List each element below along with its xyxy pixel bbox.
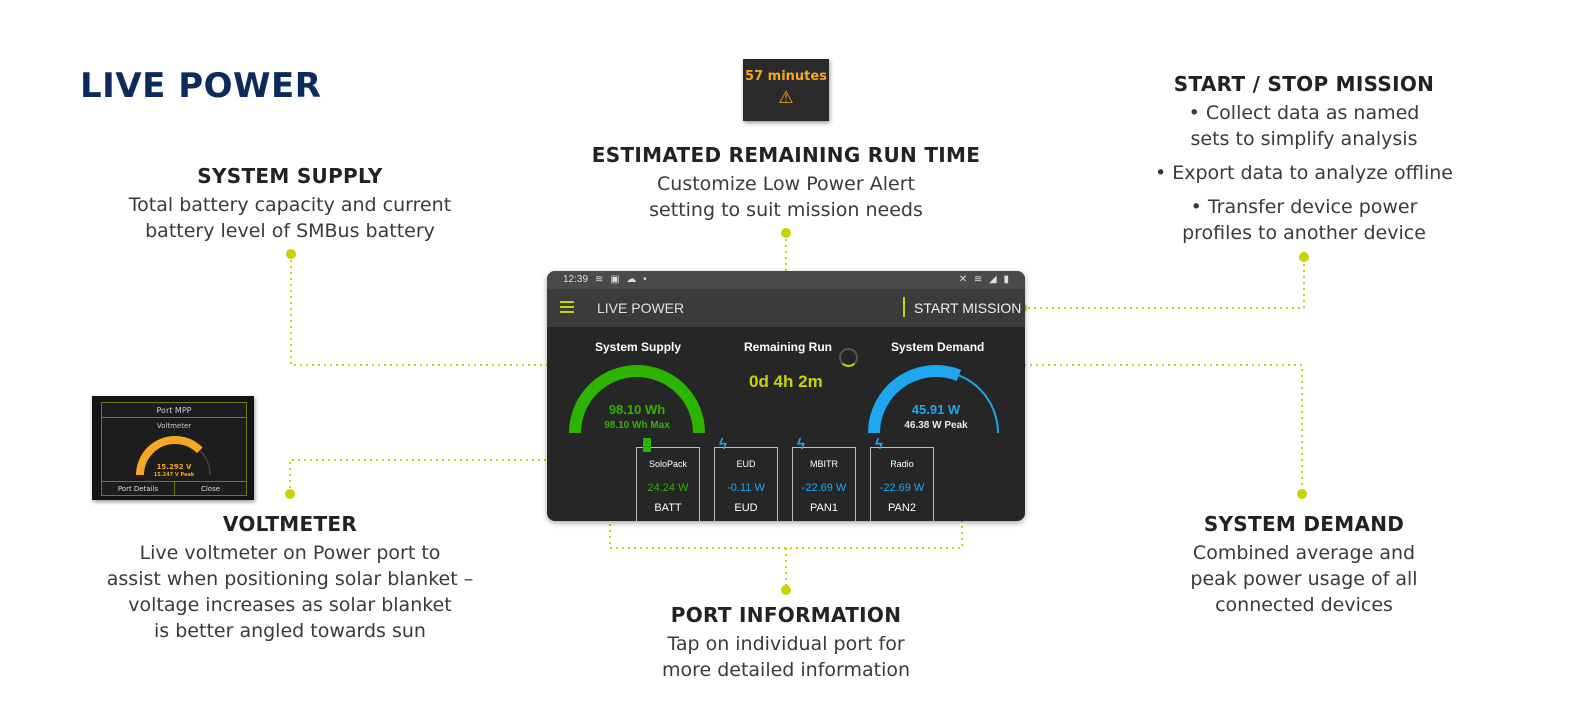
port-name: MBITR [810, 459, 838, 469]
status-time: 12:39 [563, 274, 589, 285]
start-mission-button[interactable]: START MISSION [914, 300, 1022, 316]
system-demand-gauge[interactable] [866, 363, 1006, 437]
system-supply-gauge-fill [569, 365, 705, 434]
callout-line: connected devices [1215, 594, 1393, 616]
callout-line: setting to suit mission needs [649, 199, 923, 221]
callout-title: PORT INFORMATION [670, 603, 902, 627]
refresh-icon[interactable] [839, 348, 858, 367]
lightning-icon: ϟ [719, 436, 727, 453]
port-tile[interactable]: SoloPack 24.24 W BATT [636, 438, 700, 521]
voltmeter-peak: 15.247 V Peak [153, 472, 195, 478]
dialog-divider [102, 417, 246, 418]
port-name: EUD [736, 459, 756, 469]
status-bar: 12:39 ≋ ▣ ☁ • ✕ ≋ ◢ ▮ [547, 271, 1025, 289]
app-title: LIVE POWER [597, 300, 685, 316]
toolbar-divider [903, 297, 905, 317]
remaining-run-value: 0d 4h 2m [749, 372, 823, 391]
system-demand-label[interactable]: System Demand [891, 340, 985, 354]
callout-line: Total battery capacity and current [128, 194, 452, 216]
voltmeter-label: Voltmeter [156, 422, 192, 430]
close-button[interactable]: Close [175, 481, 246, 496]
app-screen: 12:39 ≋ ▣ ☁ • ✕ ≋ ◢ ▮ LIVE POWER START M… [547, 271, 1025, 521]
port-tile[interactable]: ϟ EUD -0.11 W EUD [714, 436, 778, 521]
voltmeter-panel: Port MPP Voltmeter 15.292 V 15.247 V Pea… [101, 402, 247, 496]
callout-line: Combined average and [1192, 542, 1416, 564]
callout-line: peak power usage of all [1190, 568, 1418, 590]
remaining-time-text: 57 minutes [745, 69, 827, 84]
callout-system-demand: SYSTEM DEMAND Combined average and peak … [1124, 512, 1484, 618]
port-name: SoloPack [648, 459, 688, 469]
callout-port-info: PORT INFORMATION Tap on individual port … [586, 603, 986, 683]
port-type: PAN1 [810, 502, 838, 514]
port-tile[interactable]: ϟ MBITR -22.69 W PAN1 [792, 436, 856, 521]
callout-system-supply: SYSTEM SUPPLY Total battery capacity and… [90, 164, 490, 244]
bullet-item: Export data to analyze offline [1126, 160, 1482, 186]
port-value: -0.11 W [727, 482, 765, 494]
system-supply-value: 98.10 Wh [608, 402, 666, 417]
port-type: PAN2 [888, 502, 916, 514]
page-title: LIVE POWER [80, 66, 322, 106]
system-demand-gauge-fill [868, 365, 1004, 434]
voltmeter-value: 15.292 V [156, 463, 192, 471]
callout-title: START / STOP MISSION [1173, 72, 1435, 96]
bullet-list: Collect data as named sets to simplify a… [1126, 100, 1482, 246]
callout-line: Live voltmeter on Power port to [139, 542, 441, 564]
callout-start-stop: START / STOP MISSION Collect data as nam… [1126, 72, 1482, 254]
callout-run-time: ESTIMATED REMAINING RUN TIME Customize L… [586, 143, 986, 223]
bullet-item: Transfer device power profiles to anothe… [1126, 194, 1482, 246]
system-supply-gauge[interactable] [567, 363, 707, 437]
port-tile[interactable]: ϟ Radio -22.69 W PAN2 [870, 436, 934, 521]
port-type: EUD [734, 502, 758, 514]
port-value: 24.24 W [647, 482, 689, 494]
port-name: Radio [890, 459, 914, 469]
system-supply-label[interactable]: System Supply [595, 340, 682, 354]
callout-voltmeter: VOLTMETER Live voltmeter on Power port t… [70, 512, 510, 644]
system-supply-max: 98.10 Wh Max [604, 420, 670, 431]
port-type: BATT [654, 502, 682, 514]
status-icons-left: ≋ ▣ ☁ • [595, 274, 649, 285]
port-details-button[interactable]: Port Details [102, 481, 175, 496]
callout-line: Tap on individual port for [667, 633, 905, 655]
remaining-run-label: Remaining Run [744, 340, 833, 354]
voltmeter-gauge [136, 436, 214, 476]
system-demand-peak: 46.38 W Peak [904, 420, 968, 431]
remaining-time-alert: 57 minutes ⚠ [743, 59, 829, 121]
voltmeter-gauge-fill [136, 436, 214, 476]
dialog-title: Port MPP [156, 406, 192, 415]
system-demand-value: 45.91 W [911, 402, 961, 417]
lightning-icon: ϟ [797, 436, 805, 453]
battery-icon [643, 438, 651, 452]
callout-line: battery level of SMBus battery [145, 220, 435, 242]
voltmeter-dialog: Port MPP Voltmeter 15.292 V 15.247 V Pea… [92, 396, 254, 500]
callout-title: SYSTEM DEMAND [1203, 512, 1405, 536]
menu-icon[interactable] [560, 301, 574, 313]
callout-line: voltage increases as solar blanket [128, 594, 452, 616]
lightning-icon: ϟ [875, 436, 883, 453]
callout-line: more detailed information [661, 659, 911, 681]
app-bar: LIVE POWER START MISSION [547, 289, 1025, 327]
callout-title: VOLTMETER [222, 512, 358, 536]
callout-line: assist when positioning solar blanket – [106, 568, 474, 590]
warning-icon: ⚠ [778, 88, 794, 108]
callout-title: SYSTEM SUPPLY [197, 164, 383, 188]
callout-title: ESTIMATED REMAINING RUN TIME [591, 143, 981, 167]
status-icons-right: ✕ ≋ ◢ ▮ [958, 274, 1011, 285]
callout-line: Customize Low Power Alert [657, 173, 915, 195]
port-value: -22.69 W [801, 482, 847, 494]
callout-line: is better angled towards sun [154, 620, 426, 642]
port-value: -22.69 W [879, 482, 925, 494]
bullet-item: Collect data as named sets to simplify a… [1126, 100, 1482, 152]
